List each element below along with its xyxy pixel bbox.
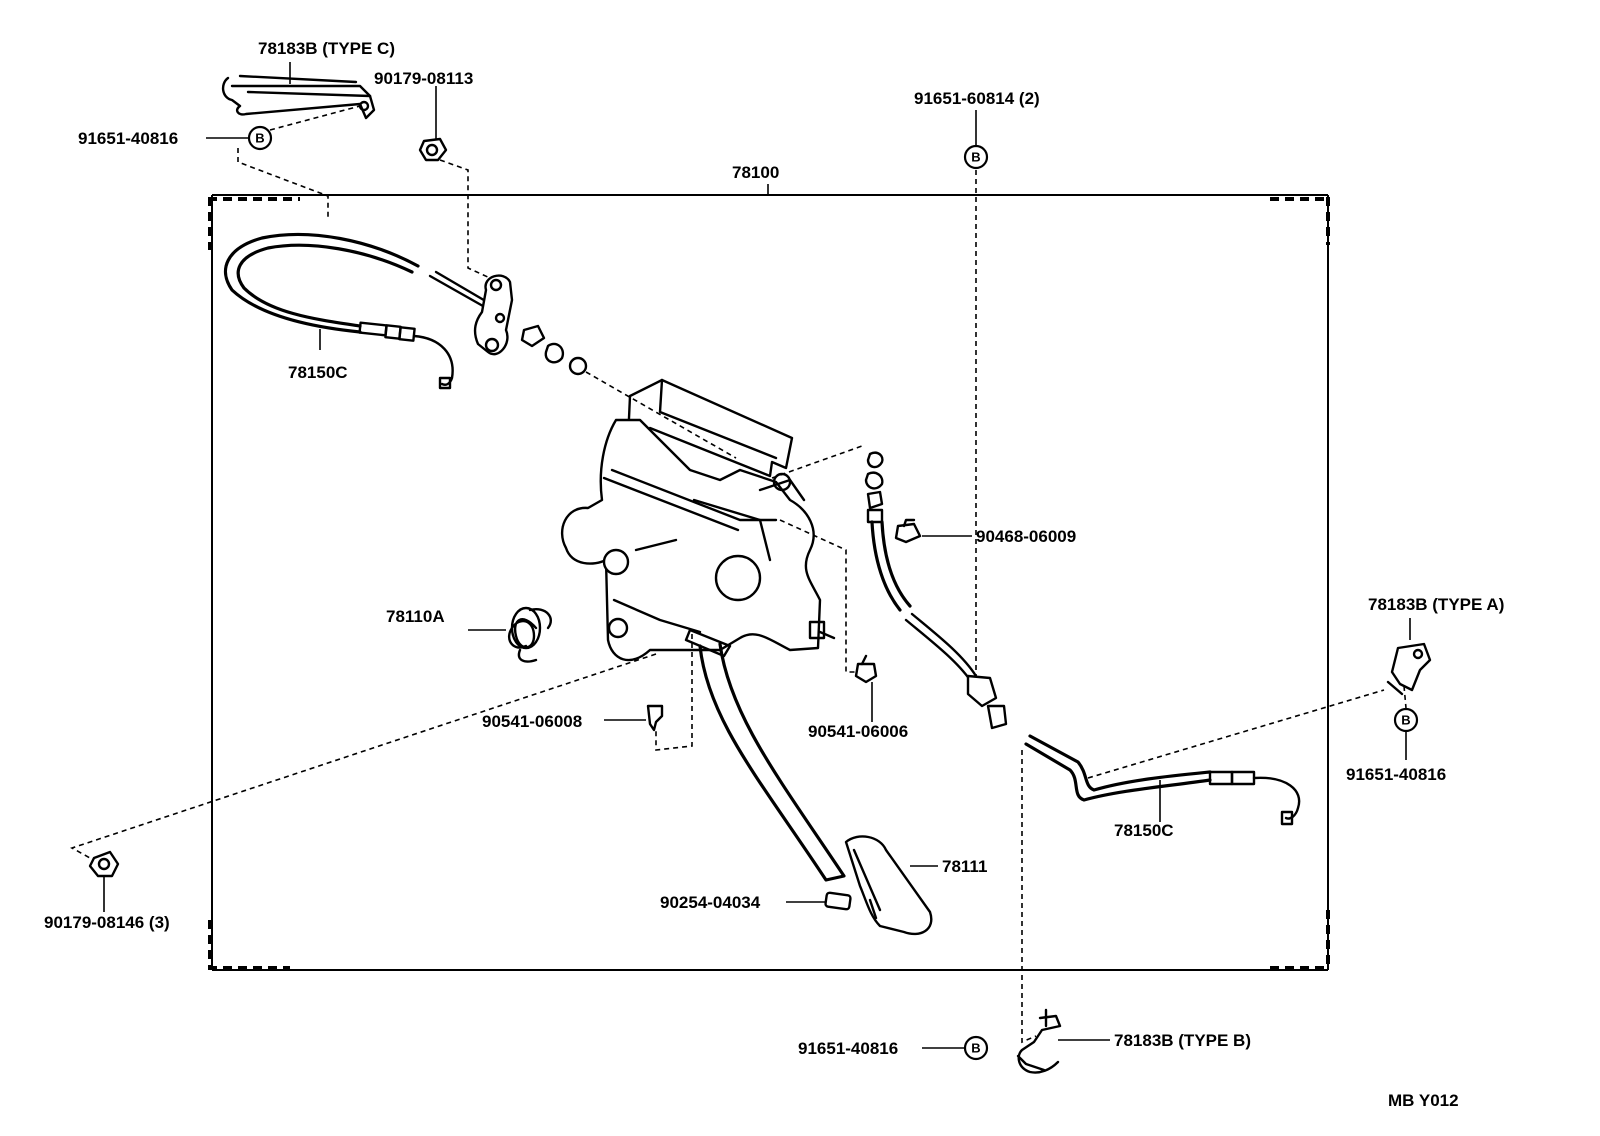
- pedal-arm-part: [684, 628, 846, 882]
- pin-part: [824, 891, 852, 911]
- cable-left-part: [223, 232, 496, 390]
- clip-right-part: [894, 518, 922, 544]
- bracket-type-b-part: [1016, 1008, 1062, 1074]
- cable-right-part: [864, 451, 1301, 826]
- b-marker-top-center: B: [963, 144, 989, 170]
- label-pin: 90254-04034: [660, 893, 761, 912]
- label-bushing-right: 90541-06006: [808, 722, 908, 741]
- svg-text:B: B: [255, 131, 264, 146]
- label-bushing-left: 90541-06008: [482, 712, 582, 731]
- label-nut-left: 90179-08146 (3): [44, 913, 170, 932]
- label-bolt-b-bottom: 91651-40816: [798, 1039, 898, 1058]
- svg-text:B: B: [971, 150, 980, 165]
- bushing-left-part: [646, 704, 664, 732]
- label-pedal-pad: 78111: [942, 857, 987, 876]
- b-marker-bottom: B: [963, 1035, 989, 1061]
- pedal-bracket-part: [561, 378, 836, 662]
- label-spring: 78110A: [386, 607, 445, 626]
- bushing-right-part: [854, 654, 878, 684]
- b-marker-top-left: B: [247, 125, 273, 151]
- pedal-pad-part: [844, 835, 933, 936]
- b-marker-right: B: [1393, 707, 1419, 733]
- label-bolt-b-top-center: 91651-60814 (2): [914, 89, 1040, 108]
- label-bolt-b-right: 91651-40816: [1346, 765, 1446, 784]
- svg-text:B: B: [971, 1041, 980, 1056]
- nut-top-part: [418, 137, 448, 162]
- label-bracket-type-a: 78183B (TYPE A): [1368, 595, 1504, 614]
- dashed-connections: [70, 105, 1407, 1044]
- figure-code: MB Y012: [1388, 1091, 1459, 1110]
- assembly-frame: [208, 194, 1330, 971]
- bracket-type-a-part: [1386, 642, 1432, 696]
- label-cable-left: 78150C: [288, 363, 348, 382]
- label-bracket-type-c: 78183B (TYPE C): [258, 39, 395, 58]
- bracket-type-c-part: [221, 74, 376, 120]
- label-nut-top: 90179-08113: [374, 69, 473, 88]
- label-bolt-b-top-left: 91651-40816: [78, 129, 178, 148]
- linkage-plate-part: [473, 274, 588, 376]
- nut-left-part: [88, 850, 120, 878]
- label-cable-right: 78150C: [1114, 821, 1174, 840]
- assembly-number-label: 78100: [732, 163, 779, 182]
- label-clip-right: 90468-06009: [976, 527, 1076, 546]
- svg-text:B: B: [1401, 713, 1410, 728]
- spring-part: [507, 606, 552, 663]
- label-bracket-type-b: 78183B (TYPE B): [1114, 1031, 1251, 1050]
